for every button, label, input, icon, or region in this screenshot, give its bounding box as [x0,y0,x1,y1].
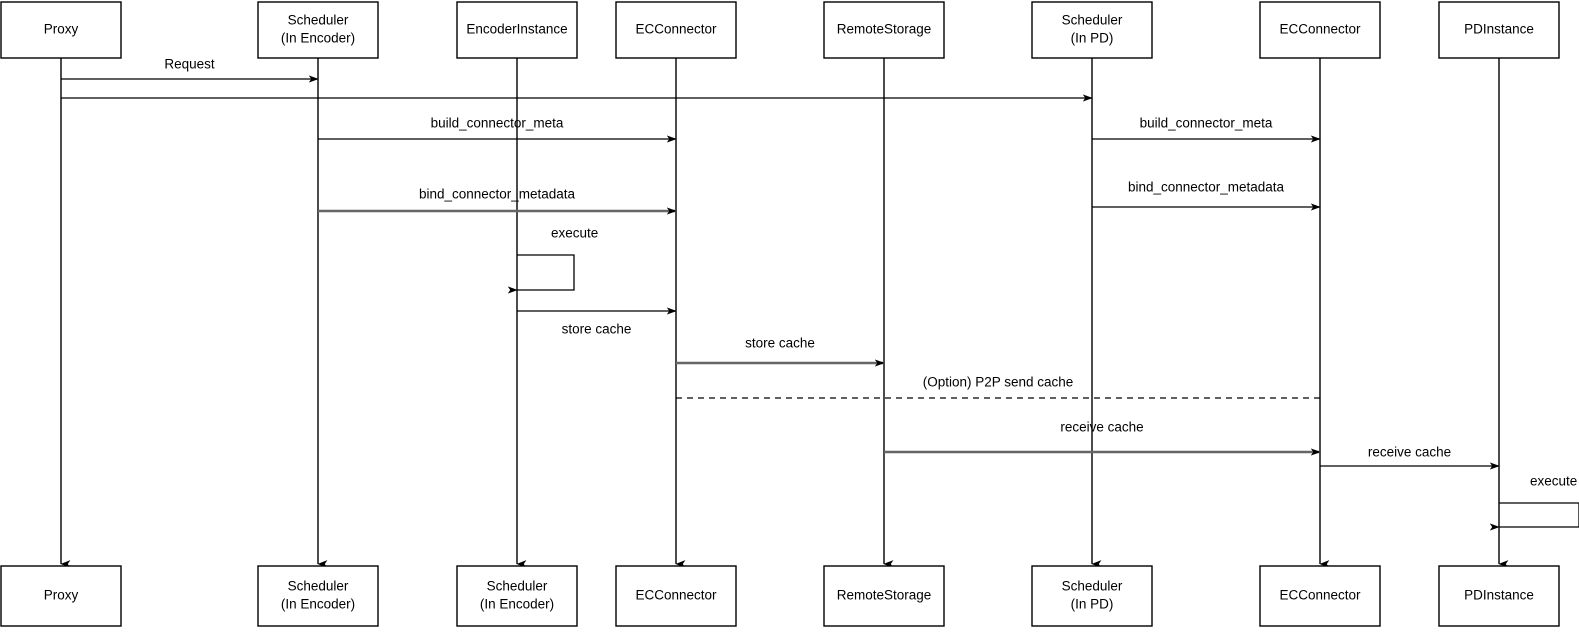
message-request[interactable]: Request [61,57,319,83]
participant-box [0,565,122,627]
participant-top-proxy[interactable]: Proxy [0,1,122,59]
participant-label-line2: (In Encoder) [281,597,355,612]
participant-box [456,565,578,627]
participant-label-line1: Scheduler [1062,579,1123,594]
self-message-path [507,254,575,294]
participant-bottom-pd-instance[interactable]: PDInstance [1438,565,1560,627]
participant-bottom-scheduler-in-pd[interactable]: Scheduler (In PD) [1031,565,1153,627]
participant-label-line2: (In PD) [1071,31,1114,46]
message-label: Request [164,57,215,72]
self-message-label: execute [551,226,598,241]
message-label: store cache [562,322,632,337]
message-label: (Option) P2P send cache [923,375,1074,390]
participant-box [823,565,945,627]
participant-top-ec-connector-pd[interactable]: ECConnector [1259,1,1381,59]
self-message-execute-pd[interactable]: execute [1489,474,1579,531]
participant-box [615,565,737,627]
participant-top-pd-instance[interactable]: PDInstance [1438,1,1560,59]
participant-bottom-remote-storage[interactable]: RemoteStorage [823,565,945,627]
lifelines-layer [60,58,1509,568]
participant-label-line1: ECConnector [635,22,717,37]
participant-box [823,1,945,59]
participant-label-line1: PDInstance [1464,22,1534,37]
participant-label-line1: RemoteStorage [837,22,932,37]
message-receive-cache-remote-to-ec[interactable]: receive cache [884,420,1321,456]
participant-box [1031,1,1153,59]
participant-bottom-ec-connector-encoder[interactable]: ECConnector [615,565,737,627]
participant-label-line1: Proxy [44,588,79,603]
participant-top-encoder-instance[interactable]: EncoderInstance [456,1,578,59]
message-build-connector-meta-pd[interactable]: build_connector_meta [1092,116,1321,143]
self-message-execute-encoder[interactable]: execute [507,226,598,294]
participant-label-line1: Scheduler [288,13,349,28]
participant-label-line1: ECConnector [1279,588,1361,603]
participant-bottom-scheduler-in-encoder[interactable]: Scheduler (In Encoder) [257,565,379,627]
message-label: build_connector_meta [1140,116,1273,131]
message-build-connector-meta-encoder[interactable]: build_connector_meta [318,116,677,143]
participant-bottom-proxy[interactable]: Proxy [0,565,122,627]
participant-box [1259,1,1381,59]
message-label: store cache [745,336,815,351]
participant-label-line2: (In PD) [1071,597,1114,612]
self-message-path [1489,502,1579,531]
message-receive-cache-ec-to-pd[interactable]: receive cache [1320,445,1500,470]
participant-box [0,1,122,59]
participant-box [257,565,379,627]
message-label: bind_connector_metadata [1128,180,1285,195]
message-label: build_connector_meta [431,116,564,131]
self-message-label: execute [1530,474,1577,489]
message-label: receive cache [1368,445,1451,460]
participant-label-line1: RemoteStorage [837,588,932,603]
message-bind-connector-metadata-encoder[interactable]: bind_connector_metadata [318,187,677,215]
participant-top-remote-storage[interactable]: RemoteStorage [823,1,945,59]
participant-label-line1: Scheduler [288,579,349,594]
messages-layer: Request build_connector_meta build_connect… [61,57,1500,470]
bottom-participant-boxes: Proxy Scheduler (In Encoder) Scheduler (In E… [0,565,1560,627]
message-store-cache-encoder[interactable]: store cache [517,307,677,337]
participant-label-line2: (In Encoder) [480,597,554,612]
message-p2p-send-cache[interactable]: (Option) P2P send cache [676,375,1320,399]
participant-box [257,1,379,59]
message-label: bind_connector_metadata [419,187,576,202]
self-messages-layer: execute execute [507,226,1579,531]
participant-label-line1: ECConnector [635,588,717,603]
participant-box [615,1,737,59]
participant-box [1259,565,1381,627]
message-bind-connector-metadata-pd[interactable]: bind_connector_metadata [1092,180,1321,211]
participant-box [1438,1,1560,59]
message-label: receive cache [1060,420,1143,435]
participant-top-scheduler-in-pd[interactable]: Scheduler (In PD) [1031,1,1153,59]
participant-label-line1: Scheduler [1062,13,1123,28]
participant-box [1031,565,1153,627]
participant-label-line1: Proxy [44,22,79,37]
participant-box [456,1,578,59]
message-store-cache-remote[interactable]: store cache [676,336,885,367]
top-participant-boxes: Proxy Scheduler (In Encoder) EncoderInstanc… [0,1,1560,59]
participant-bottom-ec-connector-pd[interactable]: ECConnector [1259,565,1381,627]
participant-top-scheduler-in-encoder[interactable]: Scheduler (In Encoder) [257,1,379,59]
participant-label-line1: ECConnector [1279,22,1361,37]
participant-label-line1: Scheduler [487,579,548,594]
participant-top-ec-connector-encoder[interactable]: ECConnector [615,1,737,59]
participant-label-line1: PDInstance [1464,588,1534,603]
participant-bottom-encoder-instance[interactable]: Scheduler (In Encoder) [456,565,578,627]
participant-box [1438,565,1560,627]
participant-label-line1: EncoderInstance [466,22,567,37]
participant-label-line2: (In Encoder) [281,31,355,46]
